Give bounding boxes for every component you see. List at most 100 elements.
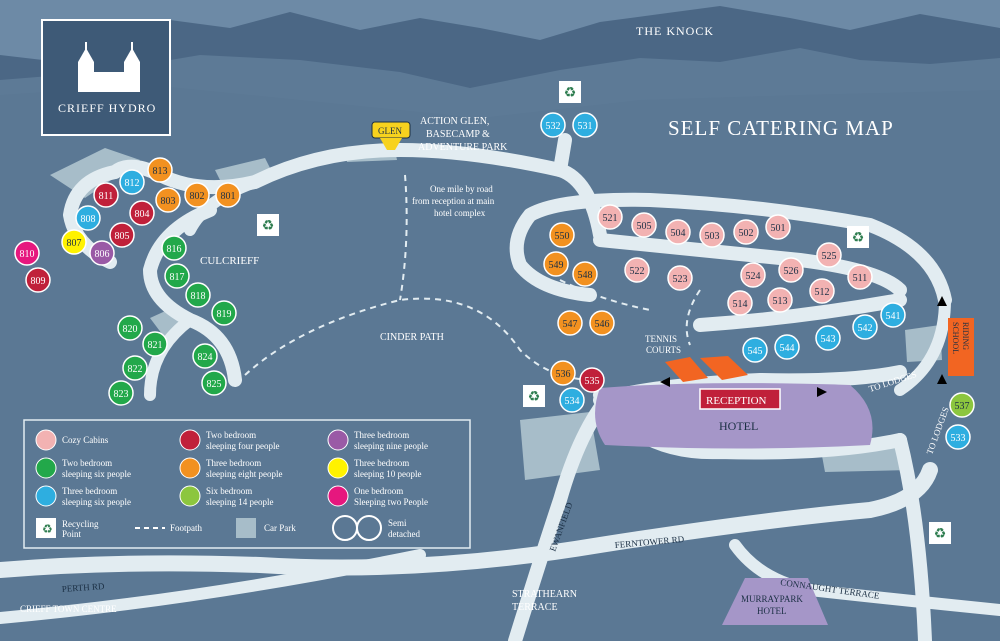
unit-809[interactable]: 809: [25, 267, 51, 293]
unit-533[interactable]: 533: [945, 424, 971, 450]
unit-808[interactable]: 808: [75, 205, 101, 231]
recycling-icon: ♻: [559, 81, 581, 103]
recycling-icon: ♻: [847, 226, 869, 248]
unit-number: 501: [771, 223, 786, 234]
unit-504[interactable]: 504: [665, 219, 691, 245]
unit-812[interactable]: 812: [119, 169, 145, 195]
unit-542[interactable]: 542: [852, 314, 878, 340]
unit-806[interactable]: 806: [89, 240, 115, 266]
unit-circle: [185, 282, 211, 308]
label-tennis-1: TENNIS: [645, 334, 677, 344]
unit-824[interactable]: 824: [192, 343, 218, 369]
unit-821[interactable]: 821: [142, 331, 168, 357]
unit-825[interactable]: 825: [201, 370, 227, 396]
unit-number: 536: [556, 369, 571, 380]
unit-531[interactable]: 531: [572, 112, 598, 138]
unit-802[interactable]: 802: [184, 182, 210, 208]
reception-box: [699, 388, 781, 410]
unit-813[interactable]: 813: [147, 157, 173, 183]
unit-524[interactable]: 524: [740, 262, 766, 288]
unit-number: 532: [546, 121, 561, 132]
recycling-icon: ♻: [257, 214, 279, 236]
unit-511[interactable]: 511: [847, 264, 873, 290]
unit-545[interactable]: 545: [742, 337, 768, 363]
unit-number: 514: [733, 299, 748, 310]
unit-819[interactable]: 819: [211, 300, 237, 326]
unit-816[interactable]: 816: [161, 235, 187, 261]
unit-822[interactable]: 822: [122, 355, 148, 381]
unit-circle: [543, 251, 569, 277]
legend-carpark-label: Car Park: [264, 523, 296, 533]
unit-536[interactable]: 536: [550, 360, 576, 386]
legend-label: Three bedroom: [62, 486, 117, 496]
unit-525[interactable]: 525: [816, 242, 842, 268]
unit-circle: [119, 169, 145, 195]
unit-548[interactable]: 548: [572, 261, 598, 287]
unit-502[interactable]: 502: [733, 219, 759, 245]
unit-823[interactable]: 823: [108, 380, 134, 406]
unit-circle: [631, 212, 657, 238]
unit-543[interactable]: 543: [815, 325, 841, 351]
unit-803[interactable]: 803: [155, 187, 181, 213]
unit-512[interactable]: 512: [809, 278, 835, 304]
unit-544[interactable]: 544: [774, 334, 800, 360]
unit-number: 549: [549, 260, 564, 271]
unit-546[interactable]: 546: [589, 310, 615, 336]
unit-818[interactable]: 818: [185, 282, 211, 308]
legend-label: sleeping six people: [62, 469, 131, 479]
unit-503[interactable]: 503: [699, 222, 725, 248]
unit-number: 810: [20, 249, 35, 260]
unit-817[interactable]: 817: [164, 263, 190, 289]
unit-526[interactable]: 526: [778, 257, 804, 283]
recycling-icon: ♻: [929, 522, 951, 544]
unit-807[interactable]: 807: [61, 229, 87, 255]
unit-circle: [14, 240, 40, 266]
unit-811[interactable]: 811: [93, 182, 119, 208]
unit-circle: [847, 264, 873, 290]
unit-number: 502: [739, 228, 754, 239]
tennis-court: [665, 357, 708, 382]
unit-547[interactable]: 547: [557, 310, 583, 336]
unit-550[interactable]: 550: [549, 222, 575, 248]
recycling-icon: ♻: [523, 385, 545, 407]
unit-820[interactable]: 820: [117, 315, 143, 341]
unit-514[interactable]: 514: [727, 290, 753, 316]
unit-810[interactable]: 810: [14, 240, 40, 266]
unit-534[interactable]: 534: [559, 387, 585, 413]
map-title: SELF CATERING MAP: [668, 116, 894, 140]
legend-label: sleeping nine people: [354, 441, 428, 451]
legend-label: Sleeping two People: [354, 497, 428, 507]
unit-circle: [93, 182, 119, 208]
unit-523[interactable]: 523: [667, 265, 693, 291]
unit-522[interactable]: 522: [624, 257, 650, 283]
unit-circle: [767, 287, 793, 313]
label-strathearn-2: TERRACE: [512, 602, 558, 613]
unit-number: 806: [95, 249, 110, 260]
unit-circle: [161, 235, 187, 261]
unit-circle: [540, 112, 566, 138]
unit-532[interactable]: 532: [540, 112, 566, 138]
unit-circle: [142, 331, 168, 357]
legend-label: Six bedroom: [206, 486, 252, 496]
arrows: [660, 296, 947, 397]
legend-recycling-icon: [36, 518, 56, 538]
unit-541[interactable]: 541: [880, 302, 906, 328]
unit-535[interactable]: 535: [579, 367, 605, 393]
unit-521[interactable]: 521: [597, 204, 623, 230]
castle-icon: [78, 42, 140, 92]
legend-swatch: [179, 485, 201, 507]
unit-number: 546: [595, 319, 610, 330]
unit-number: 801: [221, 191, 236, 202]
unit-number: 526: [784, 266, 799, 277]
unit-804[interactable]: 804: [129, 200, 155, 226]
unit-805[interactable]: 805: [109, 222, 135, 248]
unit-513[interactable]: 513: [767, 287, 793, 313]
unit-537[interactable]: 537: [949, 392, 975, 418]
unit-549[interactable]: 549: [543, 251, 569, 277]
unit-505[interactable]: 505: [631, 212, 657, 238]
unit-501[interactable]: 501: [765, 214, 791, 240]
unit-circle: [572, 261, 598, 287]
unit-801[interactable]: 801: [215, 182, 241, 208]
